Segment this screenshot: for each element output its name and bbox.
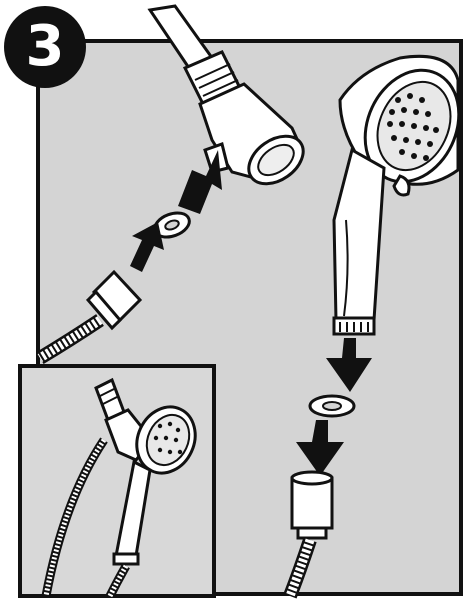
showerhead-icon bbox=[182, 50, 305, 186]
washer-icon bbox=[153, 211, 191, 239]
inset-assembly bbox=[41, 377, 197, 599]
hose-nut bbox=[85, 269, 143, 331]
arrow-icon bbox=[130, 222, 164, 272]
washer-icon bbox=[308, 394, 356, 418]
arrow-icon bbox=[296, 420, 344, 476]
arrow-icon bbox=[326, 338, 372, 392]
handshower-icon bbox=[332, 54, 461, 336]
hose-icon bbox=[36, 314, 104, 365]
hose-icon bbox=[283, 537, 317, 599]
arrow-icon bbox=[178, 150, 222, 214]
step-number-badge: 3 bbox=[4, 6, 86, 88]
hose-nut bbox=[290, 470, 334, 540]
step-number: 3 bbox=[25, 14, 65, 79]
